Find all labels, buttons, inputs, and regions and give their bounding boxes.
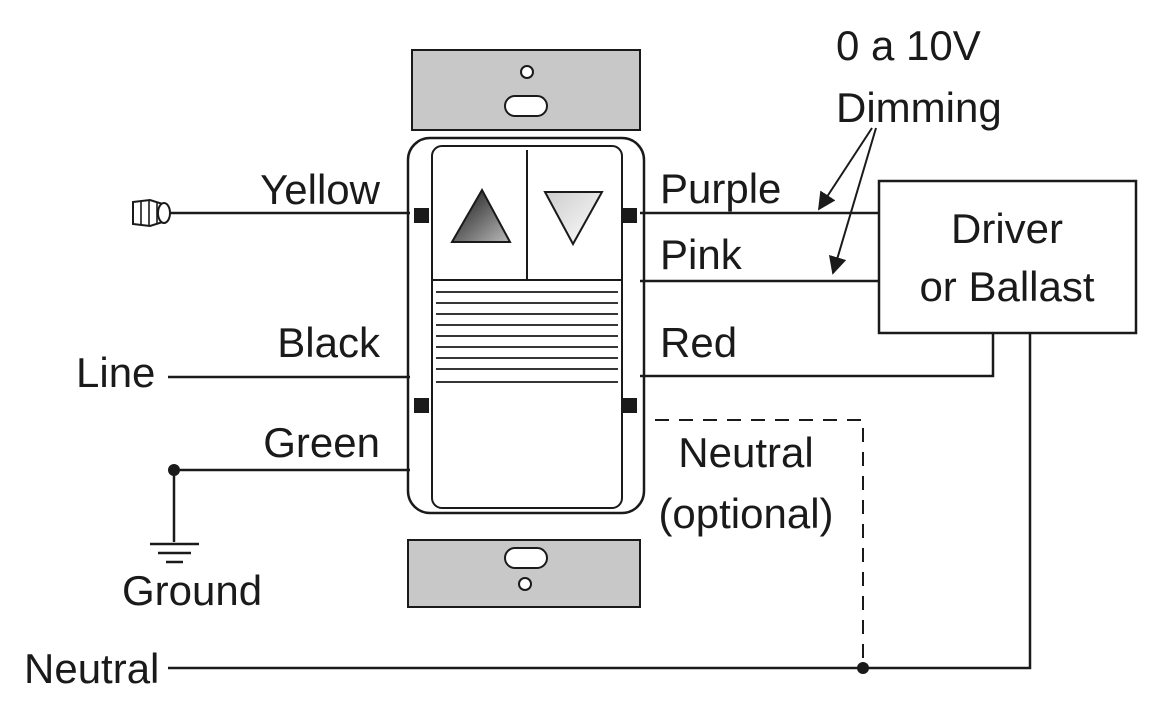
label-driver-line2: or Ballast [919, 263, 1094, 310]
label-driver-line1: Driver [951, 205, 1063, 252]
neutral-junction-dot [857, 662, 869, 674]
wire-yellow [132, 198, 410, 228]
label-red: Red [660, 319, 737, 366]
wire-nut-icon [132, 198, 171, 228]
driver-ballast-box [877, 179, 1138, 335]
label-dimming-line1: 0 a 10V [836, 22, 981, 69]
wire-neutral-main [168, 333, 1032, 670]
label-yellow: Yellow [260, 166, 381, 213]
label-green: Green [263, 419, 380, 466]
label-neutral-optional-line2: (optional) [658, 490, 833, 537]
label-black: Black [277, 319, 381, 366]
down-button [543, 191, 604, 247]
wire-neutral-optional [655, 419, 864, 668]
label-dimming-line2: Dimming [836, 84, 1002, 131]
terminals [414, 208, 637, 413]
up-triangle-icon [450, 187, 512, 243]
label-pink: Pink [660, 231, 743, 278]
up-button [450, 187, 512, 243]
wire-red [640, 333, 995, 378]
mounting-plate-bottom [407, 539, 641, 608]
dimmer-slider-grooves [436, 291, 618, 383]
wire-green-ground [150, 464, 410, 564]
mounting-plate-top [411, 49, 641, 131]
label-ground: Ground [122, 567, 262, 614]
down-triangle-icon [543, 191, 604, 247]
ground-symbol-icon [150, 542, 199, 564]
label-purple: Purple [660, 165, 781, 212]
label-neutral-optional-line1: Neutral [678, 429, 813, 476]
dimming-arrows [818, 127, 877, 275]
label-line: Line [76, 349, 155, 396]
label-neutral-main: Neutral [24, 645, 159, 692]
